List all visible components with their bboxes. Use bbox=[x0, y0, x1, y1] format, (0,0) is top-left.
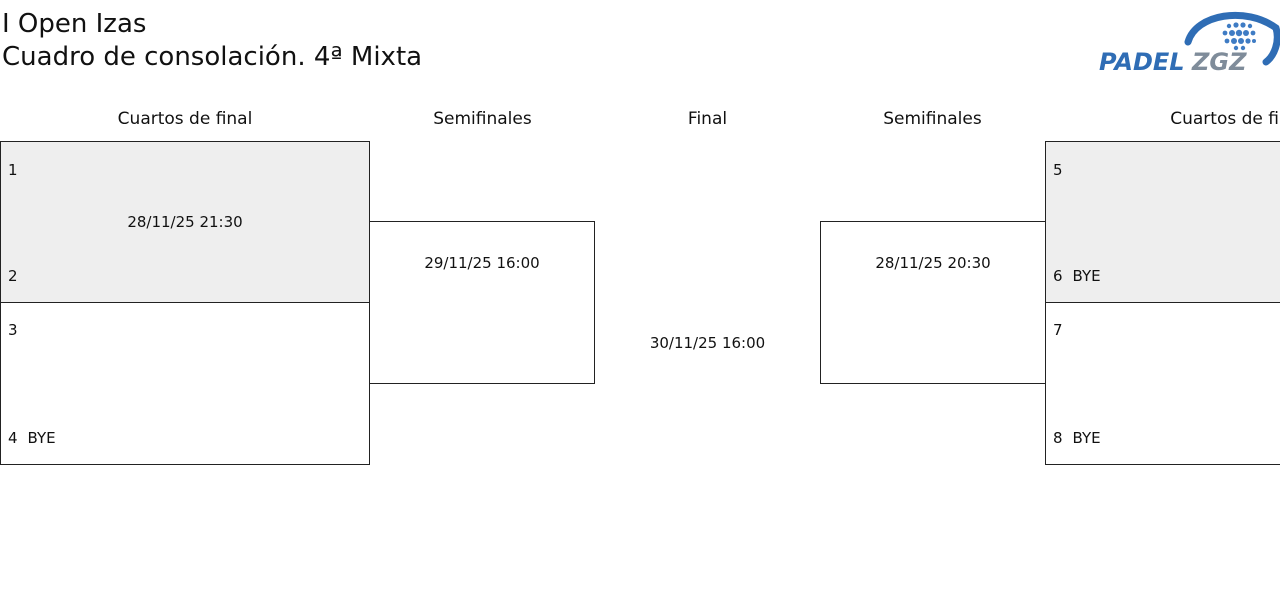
final-match-datetime: 30/11/25 16:00 bbox=[649, 334, 766, 352]
seed-number: 7 bbox=[1053, 321, 1063, 339]
match-datetime: 28/11/25 21:30 bbox=[127, 213, 243, 231]
team-slot: 7 bbox=[1053, 321, 1073, 339]
logo-text-padel: PADEL bbox=[1099, 48, 1185, 74]
match-box-qf-right-top[interactable]: 5 6 BYE bbox=[1045, 141, 1280, 303]
round-label-left-semifinals: Semifinales bbox=[433, 109, 532, 129]
seed-number: 1 bbox=[8, 161, 18, 179]
match-box-sf-left[interactable]: 29/11/25 16:00 bbox=[369, 221, 595, 384]
match-box-sf-right[interactable]: 28/11/25 20:30 bbox=[820, 221, 1046, 384]
seed-number: 3 bbox=[8, 321, 18, 339]
team-slot: 4 BYE bbox=[8, 429, 56, 447]
match-datetime: 28/11/25 20:30 bbox=[875, 254, 991, 272]
tournament-title: I Open Izas bbox=[2, 9, 147, 39]
round-label-right-semifinals: Semifinales bbox=[883, 109, 982, 129]
team-slot: 2 bbox=[8, 267, 28, 285]
seed-number: 8 bbox=[1053, 429, 1063, 447]
match-box-qf-left-bottom[interactable]: 3 4 BYE bbox=[0, 302, 370, 465]
match-box-qf-left-top[interactable]: 1 28/11/25 21:30 2 bbox=[0, 141, 370, 303]
team-name: BYE bbox=[27, 429, 56, 447]
match-box-qf-right-bottom[interactable]: 7 8 BYE bbox=[1045, 302, 1280, 465]
match-datetime: 29/11/25 16:00 bbox=[424, 254, 540, 272]
team-name: BYE bbox=[1072, 429, 1101, 447]
team-slot: 1 bbox=[8, 161, 28, 179]
round-label-right-quarterfinals: Cuartos de fin bbox=[1170, 109, 1280, 129]
round-label-left-quarterfinals: Cuartos de final bbox=[117, 109, 253, 129]
team-slot: 8 BYE bbox=[1053, 429, 1101, 447]
seed-number: 5 bbox=[1053, 161, 1063, 179]
team-name: BYE bbox=[1072, 267, 1101, 285]
logo-text-zgz: ZGZ bbox=[1191, 48, 1247, 74]
seed-number: 4 bbox=[8, 429, 18, 447]
padelzgz-logo: PADEL ZGZ bbox=[1099, 11, 1280, 74]
team-slot: 3 bbox=[8, 321, 28, 339]
seed-number: 2 bbox=[8, 267, 18, 285]
draw-title: Cuadro de consolación. 4ª Mixta bbox=[2, 42, 423, 72]
round-label-final: Final bbox=[687, 109, 728, 129]
team-slot: 6 BYE bbox=[1053, 267, 1101, 285]
team-slot: 5 bbox=[1053, 161, 1073, 179]
seed-number: 6 bbox=[1053, 267, 1063, 285]
